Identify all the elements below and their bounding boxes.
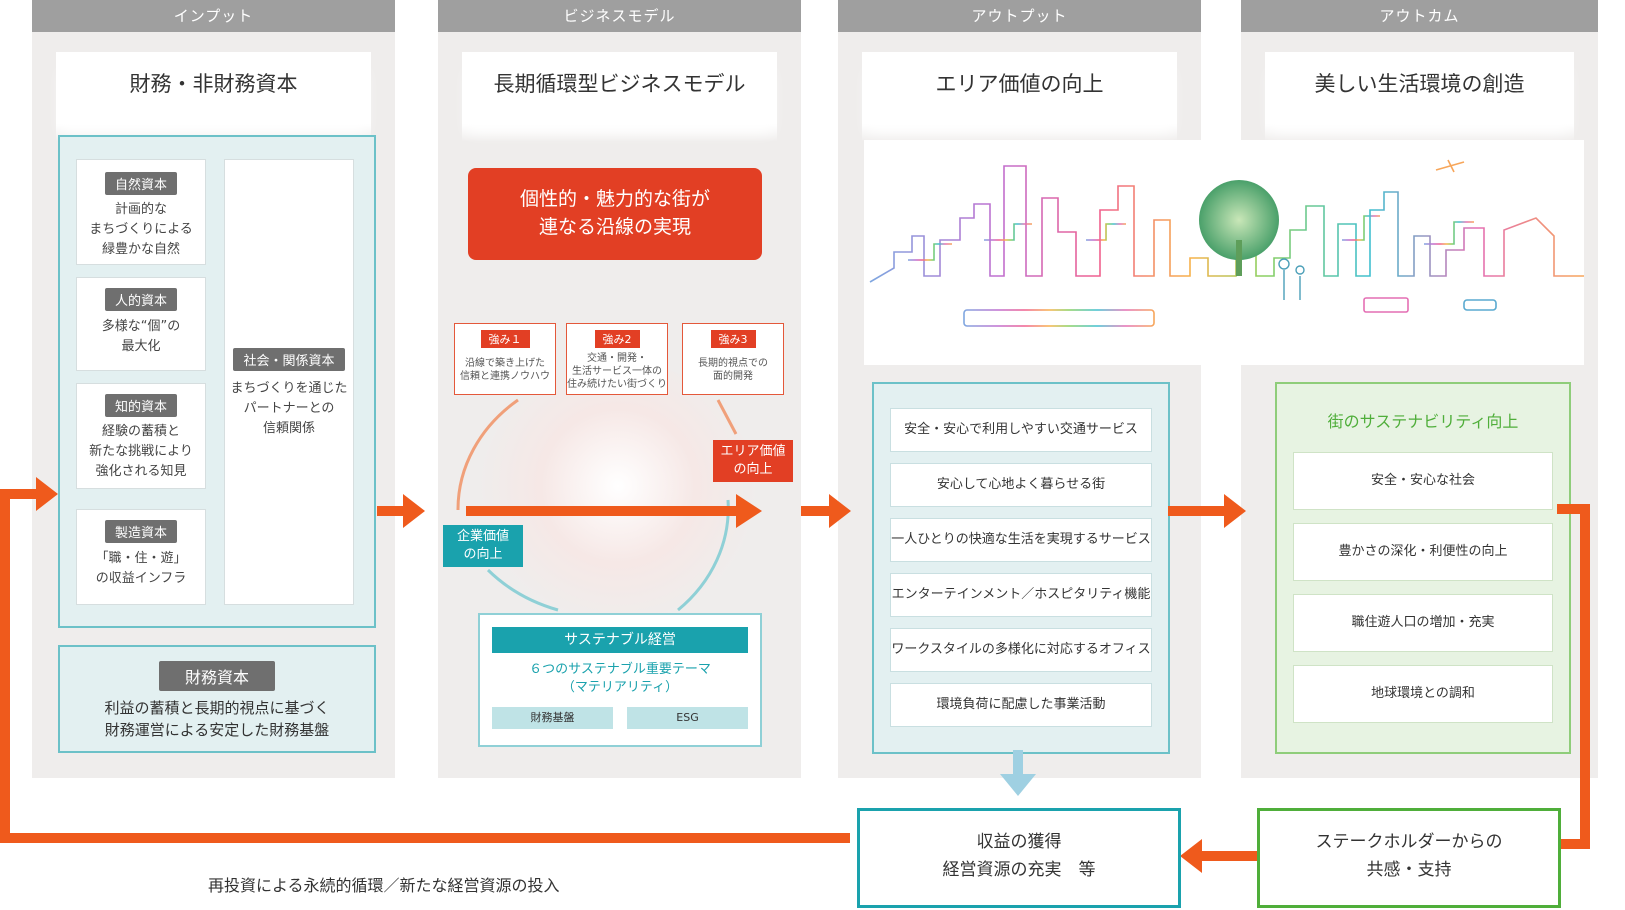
capital-card-manufactured: 製造資本 「職・住・遊」 の収益インフラ	[76, 509, 206, 605]
capital-card-intellectual: 知的資本 経験の蓄積と 新たな挑戦により 強化される知見	[76, 383, 206, 489]
capital-tag: 社会・関係資本	[233, 348, 345, 371]
revenue-box: 収益の獲得 経営資源の充実 等	[857, 808, 1181, 908]
airplane-icon	[1435, 159, 1465, 173]
input-header: インプット	[32, 0, 395, 32]
output-title: エリア価値の向上	[862, 52, 1177, 142]
flow-arrow-1	[377, 506, 405, 516]
outcome-list-box: 街のサステナビリティ向上 安全・安心な社会 豊かさの深化・利便性の向上 職住遊人…	[1275, 382, 1571, 754]
capital-card-human: 人的資本 多様な“個”の 最大化	[76, 277, 206, 371]
outcome-item: 安全・安心な社会	[1293, 452, 1553, 510]
loop-line-right-top	[1557, 504, 1590, 514]
pill-esg: ESG	[627, 707, 748, 729]
flow-arrowhead-1	[403, 494, 425, 528]
strength-card-1: 強み１ 沿線で築き上げた 信頼と連携ノウハウ	[454, 323, 556, 395]
pill-financial-base: 財務基盤	[492, 707, 613, 729]
loop-line-top-left	[0, 489, 38, 499]
flow-arrow-stakeholder	[1200, 851, 1257, 861]
input-title: 財務・非財務資本	[56, 52, 371, 142]
output-column: アウトプット エリア価値の向上 安全・安心で利用しやすい交通サービス 安心して心…	[838, 0, 1201, 778]
outcome-item: 豊かさの深化・利便性の向上	[1293, 523, 1553, 581]
inner-flow-arrowhead	[736, 494, 762, 528]
corp-value-badge: 企業価値 の向上	[443, 525, 523, 567]
capital-tag: 自然資本	[104, 172, 177, 195]
outcome-header: アウトカム	[1241, 0, 1598, 32]
financial-capital-box: 財務資本 利益の蓄積と長期的視点に基づく 財務運営による安定した財務基盤	[58, 645, 376, 753]
cycle-arc-left	[456, 398, 519, 511]
flow-arrowhead-2	[829, 494, 851, 528]
bus-icon	[1363, 297, 1409, 313]
cycle-arc-bottom	[486, 568, 559, 612]
area-value-badge: エリア価値 の向上	[713, 440, 793, 482]
output-item: ワークスタイルの多様化に対応するオフィス	[890, 628, 1152, 672]
loop-line-right-bottom	[1558, 839, 1590, 849]
inner-flow-arrow	[466, 506, 738, 516]
strength-label: 強み１	[480, 330, 530, 348]
cityscape-illustration	[864, 140, 1584, 365]
business-header: ビジネスモデル	[438, 0, 801, 32]
output-item: 安心して心地よく暮らせる街	[890, 463, 1152, 507]
strength-card-2: 強み2 交通・開発・ 生活サービス一体の 住み続けたい街づくり	[566, 323, 668, 395]
output-item: 環境負荷に配慮した事業活動	[890, 683, 1152, 727]
loop-line-left	[0, 489, 10, 843]
down-arrow-shaft	[1013, 750, 1023, 776]
outcome-item: 職住遊人口の増加・充実	[1293, 594, 1553, 652]
business-title: 長期循環型ビジネスモデル	[462, 52, 777, 142]
loop-line-right	[1580, 504, 1590, 849]
car-icon	[1463, 299, 1497, 311]
globe-tree-icon	[1199, 180, 1279, 260]
outcome-box-title: 街のサステナビリティ向上	[1327, 412, 1519, 431]
outcome-item: 地球環境との調和	[1293, 665, 1553, 723]
strength-label: 強み3	[710, 330, 756, 348]
loop-arrowhead-input	[36, 477, 58, 511]
input-column: インプット 財務・非財務資本 自然資本 計画的な まちづくりによる 緑豊かな自然…	[32, 0, 395, 778]
cycle-arrow-down	[716, 399, 738, 435]
capital-tag: 人的資本	[104, 288, 177, 311]
down-arrowhead	[1000, 774, 1036, 796]
flow-arrow-3	[1168, 506, 1226, 516]
outcome-title: 美しい生活環境の創造	[1265, 52, 1574, 142]
loop-label: 再投資による永続的循環／新たな経営資源の投入	[208, 876, 560, 895]
output-header: アウトプット	[838, 0, 1201, 32]
capital-tag: 知的資本	[104, 394, 177, 417]
loop-line-bottom	[0, 833, 850, 843]
strength-card-3: 強み3 長期的視点での 面的開発	[682, 323, 784, 395]
headline-box: 個性的・魅力的な街が 連なる沿線の実現	[468, 168, 762, 260]
people-icon	[1278, 258, 1305, 300]
output-list-box: 安全・安心で利用しやすい交通サービス 安心して心地よく暮らせる街 一人ひとりの快…	[872, 382, 1170, 754]
flow-arrow-2	[801, 506, 831, 516]
capitals-box: 自然資本 計画的な まちづくりによる 緑豊かな自然 人的資本 多様な“個”の 最…	[58, 135, 376, 628]
sustainable-title: サステナブル経営	[492, 627, 748, 653]
sustainable-box: サステナブル経営 ６つのサステナブル重要テーマ （マテリアリティ） 財務基盤 E…	[478, 613, 762, 747]
flow-arrowhead-3	[1224, 494, 1246, 528]
output-item: 安全・安心で利用しやすい交通サービス	[890, 408, 1152, 452]
financial-tag: 財務資本	[158, 661, 275, 691]
strength-label: 強み2	[594, 330, 640, 348]
capital-card-social: 社会・関係資本 まちづくりを通じた パートナーとの 信頼関係	[224, 159, 354, 605]
output-item: 一人ひとりの快適な生活を実現するサービス	[890, 518, 1152, 562]
stakeholder-box: ステークホルダーからの 共感・支持	[1257, 808, 1561, 908]
capital-tag: 製造資本	[104, 520, 177, 543]
output-item: エンターテインメント／ホスピタリティ機能	[890, 573, 1152, 617]
flow-arrowhead-stakeholder	[1180, 839, 1202, 873]
outcome-column: アウトカム 美しい生活環境の創造 街のサステナビリティ向上 安全・安心な社会 豊…	[1241, 0, 1598, 778]
train-icon	[934, 309, 1194, 331]
capital-card-natural: 自然資本 計画的な まちづくりによる 緑豊かな自然	[76, 159, 206, 265]
